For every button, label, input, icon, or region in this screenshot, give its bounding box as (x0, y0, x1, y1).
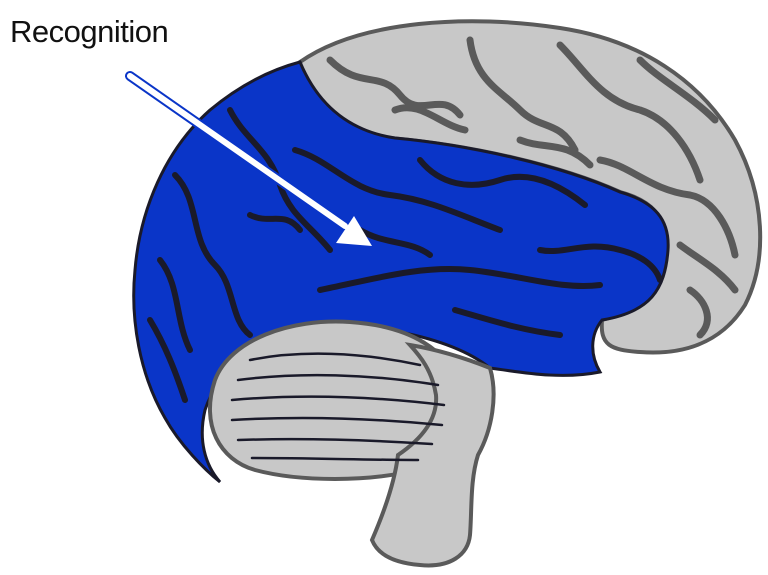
region-label: Recognition (10, 14, 168, 50)
